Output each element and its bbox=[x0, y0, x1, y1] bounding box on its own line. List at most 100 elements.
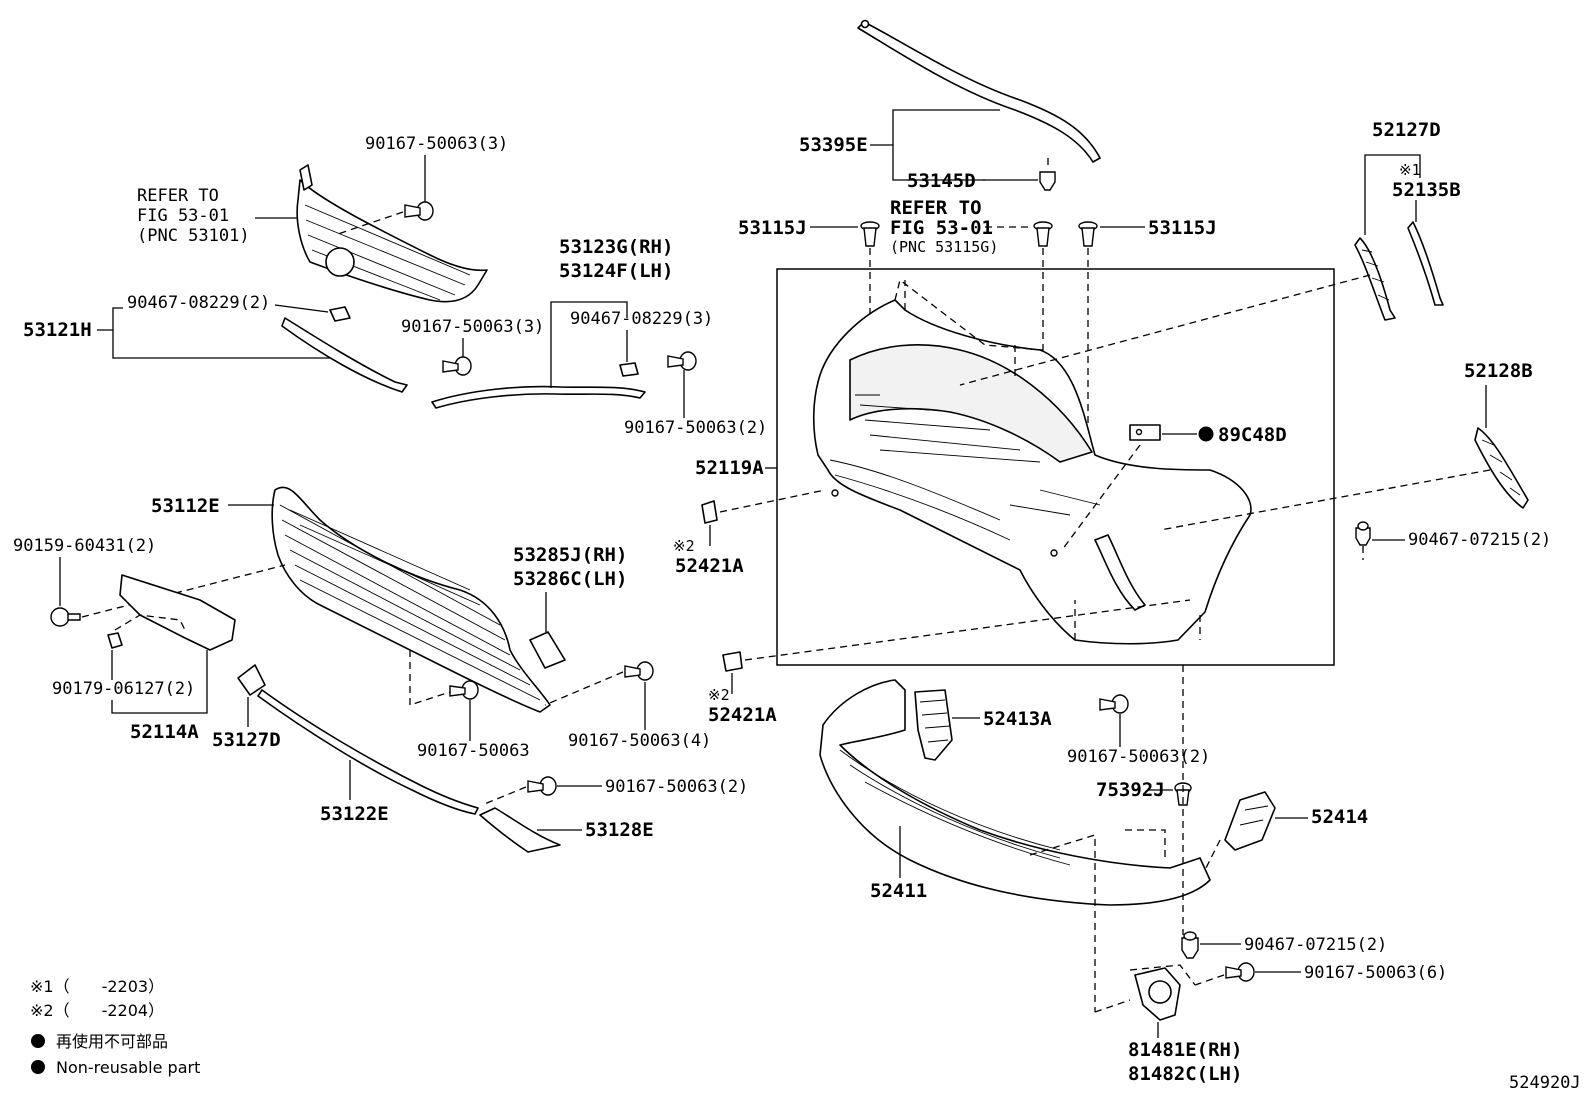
bolt-90167-50063-6 bbox=[1225, 962, 1255, 982]
label-refer-2-line2: FIG 53-01 bbox=[890, 217, 993, 239]
part-52413A-bracket bbox=[914, 689, 953, 761]
label-53285J: 53285J(RH) bbox=[513, 544, 627, 566]
part-52114A-bracket bbox=[119, 574, 236, 651]
guide-81481E bbox=[1094, 999, 1131, 1013]
label-90179-06127: 90179-06127(2) bbox=[52, 679, 195, 699]
label-53123G: 53123G(RH) bbox=[559, 236, 673, 258]
guide-52114A bbox=[114, 614, 186, 631]
clip-53115J-left bbox=[860, 221, 880, 247]
bumper-assembly-frame bbox=[776, 268, 1335, 666]
guide-52421A-a bbox=[719, 489, 826, 513]
label-90167-50063-2-c: 90167-50063(2) bbox=[1067, 747, 1210, 767]
label-53122E: 53122E bbox=[320, 803, 389, 825]
label-53127D: 53127D bbox=[212, 729, 281, 751]
guide-52414 bbox=[1204, 839, 1221, 871]
label-53395E: 53395E bbox=[799, 134, 868, 156]
label-75392J: 75392J bbox=[1096, 779, 1165, 801]
clip-90467-08229-3 bbox=[619, 362, 639, 377]
guide-52128B bbox=[1159, 469, 1491, 531]
label-90167-50063-3-top: 90167-50063(3) bbox=[365, 134, 508, 154]
part-53121H-molding bbox=[281, 317, 408, 393]
bolt-90167-50063-top bbox=[404, 201, 434, 221]
guide-89C48D bbox=[1061, 444, 1141, 551]
leader-53395E-b bbox=[892, 145, 985, 181]
label-refer-2-line1: REFER TO bbox=[890, 197, 982, 219]
guide-bolt-4 bbox=[544, 671, 624, 706]
label-53128E: 53128E bbox=[585, 819, 654, 841]
clip-53145D bbox=[1039, 158, 1056, 191]
label-90167-50063: 90167-50063 bbox=[417, 741, 530, 761]
part-52421A-a bbox=[701, 500, 718, 524]
guide-bolt-2-b bbox=[481, 786, 527, 806]
part-upper-grille-53101 bbox=[296, 164, 488, 303]
non-reusable-marker-89C48D bbox=[1198, 426, 1214, 442]
guide-90159 bbox=[81, 564, 286, 618]
bolt-90159-60431 bbox=[50, 607, 81, 627]
guide-52421A-b bbox=[744, 599, 1191, 661]
part-52119A-bumper-cover bbox=[812, 278, 1252, 645]
label-53112E: 53112E bbox=[151, 495, 220, 517]
leader-53121H-a bbox=[97, 307, 123, 331]
part-53127D bbox=[237, 664, 266, 696]
bolt-90167-50063-4 bbox=[624, 661, 654, 681]
clip-90467-08229-2 bbox=[329, 306, 351, 322]
label-refer-1-line3: (PNC 53101) bbox=[137, 226, 250, 246]
part-52127D-retainer bbox=[1354, 237, 1396, 321]
part-53285J-cover bbox=[529, 631, 566, 669]
part-89C48D-bracket bbox=[1129, 424, 1161, 441]
label-52127D: 52127D bbox=[1372, 119, 1441, 141]
guide-bolt-6 bbox=[1194, 974, 1225, 986]
label-53124F: 53124F(LH) bbox=[559, 260, 673, 282]
label-89C48D: 89C48D bbox=[1218, 424, 1287, 446]
note-1: ※1（ -2203） bbox=[30, 977, 164, 996]
part-81481E-fog-bezel bbox=[1129, 964, 1196, 1021]
label-refer-1-line2: FIG 53-01 bbox=[137, 206, 229, 226]
bolt-90167-50063-mid bbox=[442, 356, 472, 376]
label-53121H: 53121H bbox=[23, 319, 92, 341]
part-53128E bbox=[479, 807, 561, 853]
label-mark2-a: ※2 bbox=[673, 537, 695, 555]
guide-52127D bbox=[959, 274, 1371, 386]
label-90167-50063-6: 90167-50063(6) bbox=[1304, 963, 1447, 983]
label-90467-08229-2: 90467-08229(2) bbox=[127, 293, 270, 313]
label-52413A: 52413A bbox=[983, 708, 1052, 730]
legend-non-reusable-en: Non-reusable part bbox=[56, 1058, 200, 1077]
clip-90179-06127 bbox=[107, 632, 123, 649]
label-53115J-left: 53115J bbox=[738, 217, 807, 239]
label-refer-2-line3: (PNC 53115G) bbox=[890, 238, 998, 256]
note-2: ※2（ -2204） bbox=[30, 1001, 164, 1020]
guide-lower-grille bbox=[409, 650, 451, 706]
label-52114A: 52114A bbox=[130, 721, 199, 743]
legend-non-reusable-jp: 再使用不可部品 bbox=[56, 1032, 168, 1051]
label-53286C: 53286C(LH) bbox=[513, 568, 627, 590]
clip-90467-07215-right bbox=[1355, 521, 1371, 546]
leader-90467-08229-2 bbox=[274, 304, 329, 313]
label-90467-07215-lower: 90467-07215(2) bbox=[1244, 935, 1387, 955]
leader-53123G bbox=[550, 301, 628, 388]
part-53112E-grille bbox=[271, 486, 551, 713]
label-refer-1-line1: REFER TO bbox=[137, 186, 219, 206]
part-52135B-retainer bbox=[1407, 221, 1444, 306]
bolt-90167-50063-2-c bbox=[1099, 694, 1129, 714]
label-53145D: 53145D bbox=[907, 170, 976, 192]
leader-53121H-b bbox=[112, 330, 330, 359]
label-90159-60431: 90159-60431(2) bbox=[13, 536, 156, 556]
bolt-90167-50063-2-b bbox=[527, 776, 557, 796]
leader-53395E bbox=[870, 109, 1000, 146]
part-52414 bbox=[1224, 791, 1276, 851]
label-90167-50063-3-mid: 90167-50063(3) bbox=[401, 317, 544, 337]
clip-90467-07215-lower bbox=[1181, 931, 1199, 959]
part-53123G-molding bbox=[431, 385, 646, 409]
label-52119A: 52119A bbox=[695, 457, 764, 479]
label-53115J-right: 53115J bbox=[1148, 217, 1217, 239]
label-52414: 52414 bbox=[1311, 806, 1368, 828]
part-53122E-molding bbox=[257, 689, 479, 815]
label-81481E: 81481E(RH) bbox=[1128, 1039, 1242, 1061]
legend-non-reusable-dot-1 bbox=[31, 1034, 45, 1048]
label-mark2-b: ※2 bbox=[708, 686, 730, 704]
clip-53115G bbox=[1033, 221, 1053, 247]
label-52135B: 52135B bbox=[1392, 179, 1461, 201]
label-mark1: ※1 bbox=[1399, 161, 1421, 179]
label-52421A-b: 52421A bbox=[708, 704, 777, 726]
